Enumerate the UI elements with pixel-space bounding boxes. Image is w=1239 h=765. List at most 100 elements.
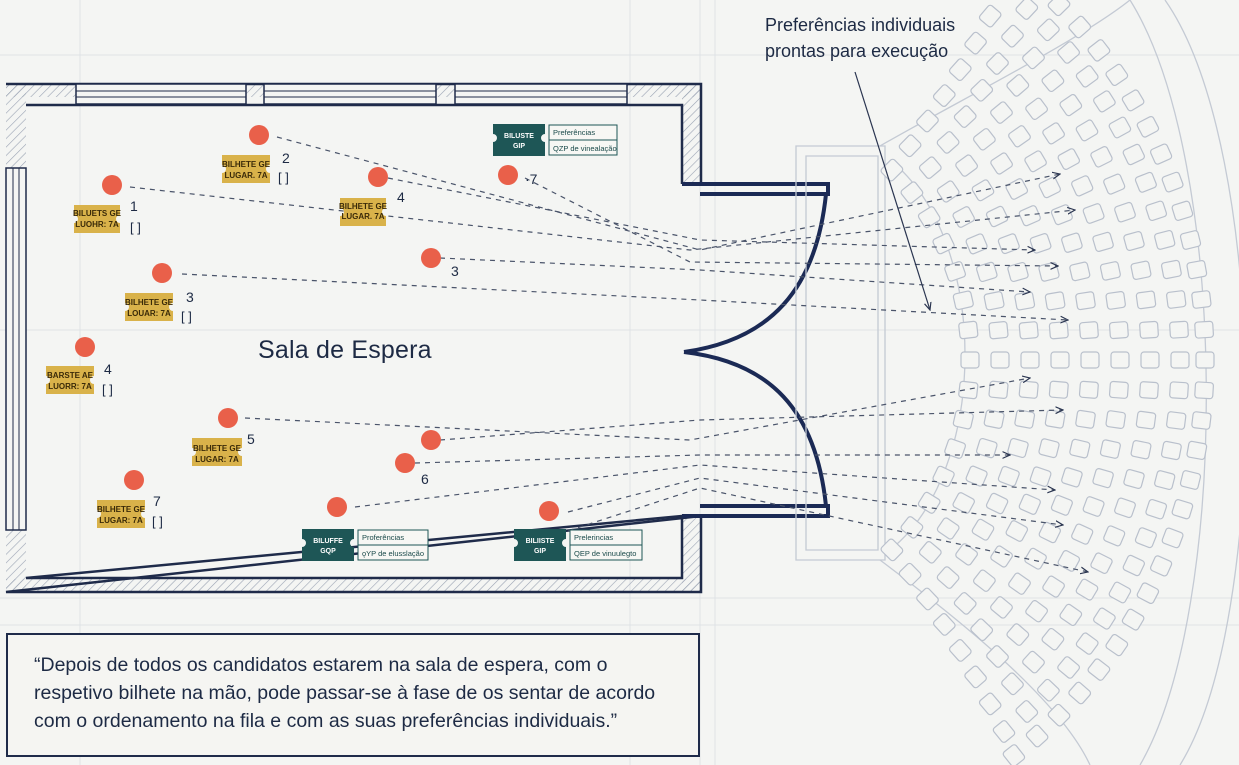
auditorium-seat (1078, 321, 1099, 340)
auditorium-seat (1075, 409, 1096, 429)
auditorium-seat (952, 290, 974, 311)
auditorium-seat (1093, 607, 1116, 630)
auditorium-seat (1057, 550, 1081, 572)
auditorium-seat (1068, 15, 1092, 39)
auditorium-seat (964, 31, 987, 55)
auditorium-seat (898, 134, 922, 158)
auditorium-seat (958, 380, 979, 400)
auditorium-seat (1114, 201, 1136, 223)
auditorium-seat (900, 181, 924, 204)
auditorium-seat (1092, 231, 1114, 252)
auditorium-seat (1160, 440, 1182, 461)
auditorium-seat (1087, 658, 1111, 681)
ticket-number: 3 (186, 289, 194, 305)
auditorium-seat (985, 492, 1009, 515)
auditorium-seat (1195, 351, 1215, 369)
ticket-line-1: BILHETE GE (339, 202, 388, 211)
ticket-line-2: LUGAR. 7A (341, 212, 384, 221)
auditorium-seat (948, 58, 972, 82)
auditorium-seat (1171, 200, 1194, 221)
auditorium-seat (1059, 603, 1083, 627)
auditorium-seat (932, 465, 955, 488)
auditorium-seat (1191, 290, 1212, 309)
auditorium-seat (1179, 230, 1202, 250)
auditorium-seat (990, 596, 1013, 619)
auditorium-seat (932, 84, 956, 108)
auditorium-seat (986, 52, 1009, 75)
auditorium-seat (944, 438, 967, 459)
auditorium-seat (1022, 46, 1045, 70)
auditorium-seat (1044, 409, 1066, 429)
auditorium-seat (997, 233, 1020, 255)
auditorium-seat (978, 692, 1002, 716)
auditorium-seat (1042, 122, 1065, 145)
candidate-dot (421, 430, 441, 450)
yellow-ticket-5: BARSTE AE LUORR: 7A 4 [ ] (46, 361, 113, 397)
auditorium-seat (1002, 744, 1026, 765)
auditorium-seat (1093, 90, 1116, 113)
auditorium-seat (1123, 230, 1145, 252)
auditorium-seat (917, 206, 941, 229)
auditorium-seat (1082, 203, 1105, 224)
auditorium-seat (1001, 24, 1024, 48)
ticket-bracket: [ ] (102, 382, 113, 397)
auditorium-seat (970, 618, 994, 642)
auditorium-seat (972, 128, 996, 151)
auditorium-seat (1171, 499, 1194, 520)
auditorium-seat (1105, 633, 1129, 657)
auditorium-seat (1047, 0, 1071, 17)
ticket-line-2: LOUAR: 7A (127, 309, 171, 318)
ticket-number: 2 (282, 150, 290, 166)
auditorium-seat (1122, 554, 1145, 577)
yellow-ticket-6: BILHETE GE LUGAR: 7A 5 (192, 431, 255, 466)
auditorium-seat (988, 321, 1009, 340)
auditorium-seat (1169, 381, 1189, 400)
auditorium-seat (1154, 229, 1176, 250)
auditorium-seat (936, 517, 960, 540)
candidate-number-label: ·7 (525, 171, 538, 187)
auditorium-seat (1139, 381, 1159, 400)
auditorium-seat (953, 105, 977, 128)
auditorium-seat (1048, 321, 1069, 340)
annotation-note: Preferências individuais prontas para ex… (765, 15, 956, 61)
auditorium-seat (1186, 260, 1208, 280)
ticket-line-1: BILUFFE (313, 538, 343, 545)
quote-box: “Depois de todos os candidatos estarem n… (6, 633, 700, 757)
ticket-bracket: [ ] (130, 220, 141, 235)
auditorium-seat (1105, 290, 1126, 310)
auditorium-seat (880, 538, 904, 562)
auditorium-seat (1075, 578, 1099, 601)
ticket-line-2: LUGAR: 7A (195, 455, 239, 464)
ticket-line-2: GIP (534, 548, 546, 555)
auditorium-seat (1166, 290, 1187, 309)
ticket-number: 7 (153, 493, 161, 509)
candidate-dot (152, 263, 172, 283)
gqp-ticket-1: BILUSTE GIP Preferências QZP de vinealaç… (493, 124, 618, 156)
ticket-number: 4 (104, 361, 112, 377)
auditorium-seat (1103, 525, 1126, 547)
auditorium-seat (1018, 205, 1041, 227)
auditorium-seat (1136, 115, 1160, 138)
auditorium-seat (997, 465, 1020, 487)
auditorium-seat (1166, 411, 1187, 430)
auditorium-seat (1006, 623, 1030, 646)
auditorium-seat (1075, 632, 1099, 655)
ticket-line-1: BILHETE GE (97, 505, 146, 514)
auditorium-seat (1050, 494, 1073, 516)
auditorium-seat (1149, 555, 1173, 577)
auditorium-seat (918, 156, 942, 179)
ticket-bracket: [ ] (152, 514, 163, 529)
ticket-line-1: BILUSTE (504, 133, 534, 140)
ticket-line-1: BILHETE GE (222, 160, 271, 169)
auditorium-seat (1061, 232, 1083, 253)
auditorium-seat (986, 645, 1009, 668)
candidate-dot (102, 175, 122, 195)
auditorium-seat (952, 492, 975, 514)
candidate-dot (327, 497, 347, 517)
auditorium-seat (1082, 496, 1105, 517)
auditorium-seat (1130, 260, 1152, 280)
auditorium-seat (955, 543, 978, 566)
auditorium-seat (964, 665, 987, 689)
auditorium-seat (944, 261, 967, 282)
